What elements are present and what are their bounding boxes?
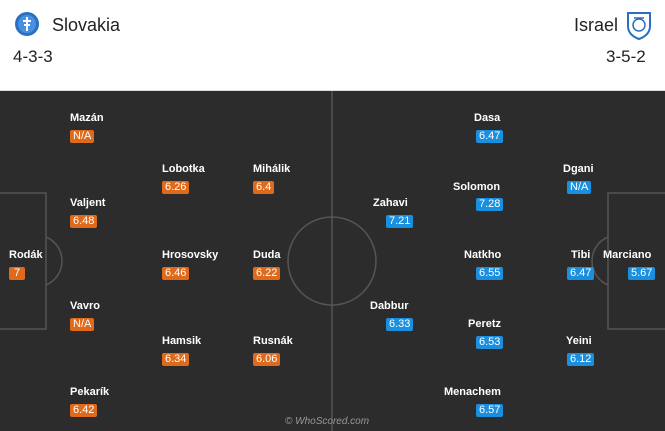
player-rating: 6.22 <box>253 267 281 280</box>
player-name: Peretz <box>468 318 502 330</box>
player-rating: N/A <box>70 130 95 143</box>
player-name: Hamsik <box>162 335 202 347</box>
away-team-name[interactable]: Israel <box>574 15 619 35</box>
player-name: Dgani <box>563 163 594 175</box>
player-name: Natkho <box>464 249 502 261</box>
player-rating: 5.67 <box>628 267 656 280</box>
player-name: Rusnák <box>253 335 293 347</box>
player-rating: N/A <box>70 318 95 331</box>
pitch-markings <box>0 91 665 431</box>
player-rating: 6.42 <box>70 404 98 417</box>
player-rating: 6.47 <box>567 267 595 280</box>
player-name: Mazán <box>70 112 104 124</box>
player-name: Zahavi <box>373 197 408 209</box>
away-formation: 3-5-2 <box>606 47 646 66</box>
watermark: © WhoScored.com <box>285 416 370 427</box>
player-rating: 6.33 <box>386 318 414 331</box>
player-name: Lobotka <box>162 163 205 175</box>
player-rating: 6.34 <box>162 353 190 366</box>
player-rating: 7.28 <box>476 198 504 211</box>
slovakia-crest-icon <box>13 10 41 40</box>
player-name: Marciano <box>603 249 652 261</box>
player-name: Dabbur <box>370 300 409 312</box>
player-rating: 6.53 <box>476 336 504 349</box>
player-name: Mihálik <box>253 163 291 175</box>
match-header: Slovakia 4-3-3 Israel 3-5-2 <box>0 0 665 91</box>
player-name: Yeini <box>566 335 592 347</box>
player-rating: 7 <box>9 267 25 280</box>
player-rating: 6.47 <box>476 130 504 143</box>
player-rating: N/A <box>567 181 592 194</box>
player-name: Vavro <box>70 300 100 312</box>
player-name: Hrosovsky <box>162 249 219 261</box>
player-rating: 7.21 <box>386 215 414 228</box>
player-name: Valjent <box>70 197 106 209</box>
israel-crest-icon <box>625 10 653 41</box>
player-rating: 6.46 <box>162 267 190 280</box>
player-rating: 6.55 <box>476 267 504 280</box>
player-rating: 6.4 <box>253 181 275 194</box>
player-name: Tibi <box>571 249 591 261</box>
player-name: Pekarík <box>70 386 110 398</box>
player-rating: 6.12 <box>567 353 595 366</box>
player-name: Solomon <box>453 181 501 193</box>
home-formation: 4-3-3 <box>13 47 53 66</box>
player-rating: 6.57 <box>476 404 504 417</box>
player-name: Menachem <box>444 386 501 398</box>
player-name: Duda <box>253 249 281 261</box>
pitch: Mazán N/A Lobotka 6.26 Mihálik 6.4 Valje… <box>0 91 665 431</box>
player-rating: 6.06 <box>253 353 281 366</box>
player-name: Dasa <box>474 112 501 124</box>
player-name: Rodák <box>9 249 43 261</box>
player-rating: 6.48 <box>70 215 98 228</box>
home-team-name[interactable]: Slovakia <box>52 15 121 35</box>
player-rating: 6.26 <box>162 181 190 194</box>
